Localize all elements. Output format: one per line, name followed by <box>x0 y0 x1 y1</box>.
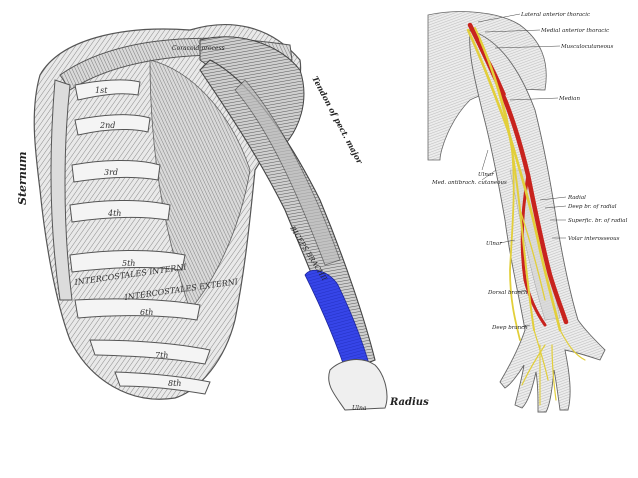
label-radial: Radial <box>567 195 586 201</box>
ribs <box>69 79 211 395</box>
arm-illustration: BICEPS BRACHII Radius Ulna <box>199 59 429 412</box>
rib-label-2: 2nd <box>99 121 115 130</box>
label-med-antibrach-cutaneous: Med. antibrach. cutaneous <box>431 180 507 186</box>
label-lateral-anterior-thoracic: Lateral anterior thoracic <box>520 12 590 18</box>
label-radius: Radius <box>389 397 429 408</box>
rib-label-4: 4th <box>107 209 121 218</box>
rib-label-5: 5th <box>122 259 135 268</box>
label-dorsal-branch: Dorsal branch <box>487 290 528 296</box>
label-medial-anterior-thoracic: Medial anterior thoracic <box>540 28 609 34</box>
rib-label-8: 8th <box>168 379 181 388</box>
label-ulnar-upper: Ulnar <box>478 172 494 178</box>
rib-label-1: 1st <box>95 86 108 95</box>
label-tendon-pect-major: Tendon of pect. major <box>310 74 365 166</box>
label-sternum: Sternum <box>16 152 29 205</box>
label-median: Median <box>558 96 580 102</box>
label-deep-br-radial: Deep br. of radial <box>567 204 617 210</box>
label-coracoid: Coracoid process <box>172 45 225 52</box>
rib-label-7: 7th <box>155 351 168 360</box>
label-superf-br-radial: Superfic. br. of radial <box>568 218 628 224</box>
rib-label-3: 3rd <box>104 168 118 177</box>
rib-label-6: 6th <box>140 308 153 317</box>
label-ulna: Ulna <box>352 405 367 412</box>
label-ulnar-lower: Ulnar <box>486 241 502 247</box>
label-deep-branch: Deep branch <box>491 325 528 331</box>
arm-nerves-illustration: Lateral anterior thoracic Medial anterio… <box>427 11 628 413</box>
nerves <box>466 27 586 406</box>
label-musculocutaneous: Musculocutaneous <box>560 44 613 50</box>
label-volar-interosseous: Volar interosseous <box>568 236 620 242</box>
